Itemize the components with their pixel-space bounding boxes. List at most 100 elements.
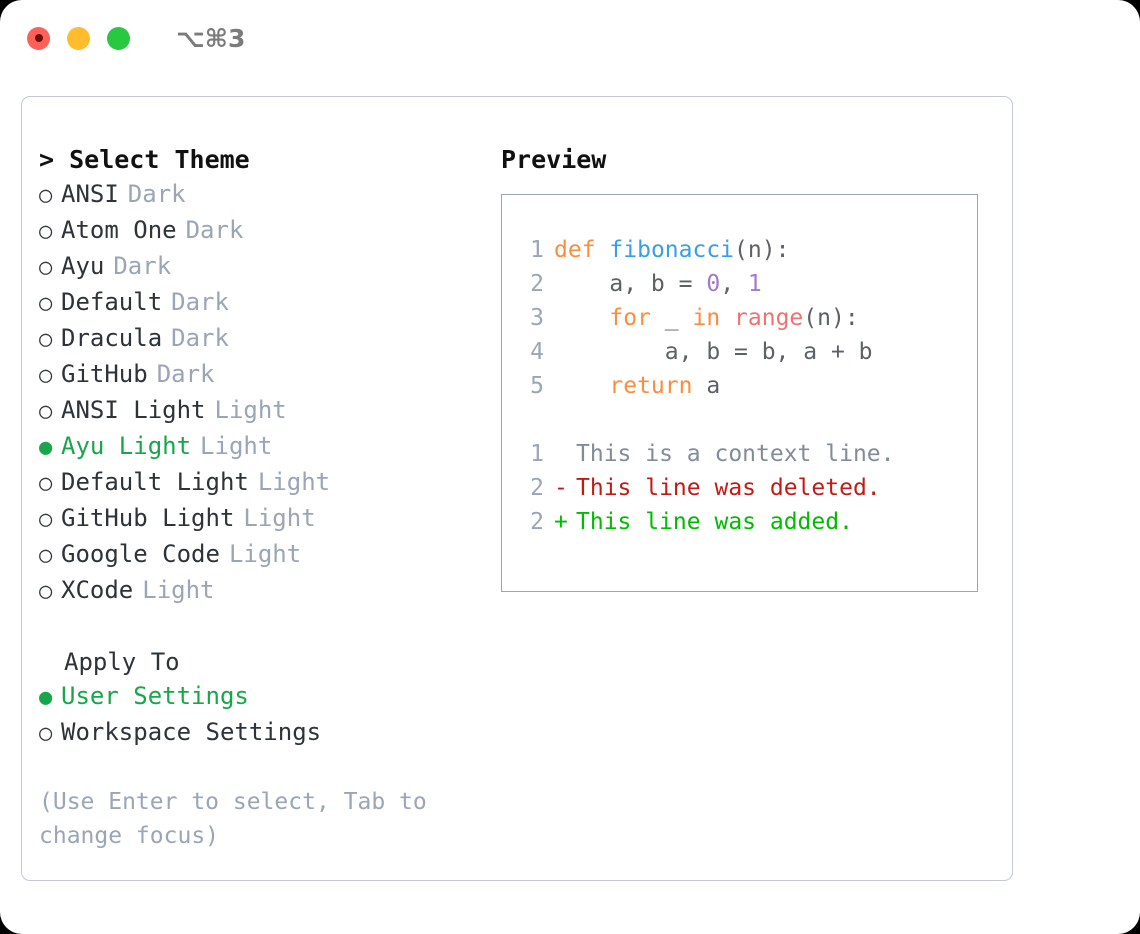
theme-variant-badge: Dark (127, 180, 186, 208)
theme-option-label: ANSI Light (61, 396, 206, 424)
code-token-num: 1 (747, 271, 762, 297)
radio-unselected-icon: ○ (39, 721, 53, 746)
apply-option-label: User Settings (61, 682, 249, 710)
code-token-plain (720, 305, 734, 331)
apply-option-user-settings[interactable]: ● User Settings (39, 679, 489, 715)
theme-option-xcode[interactable]: ○ XCode Light (39, 573, 489, 609)
apply-to-option-list[interactable]: ● User Settings ○ Workspace Settings (39, 679, 489, 751)
radio-unselected-icon: ○ (39, 363, 53, 388)
apply-option-workspace-settings[interactable]: ○ Workspace Settings (39, 715, 489, 751)
code-token-kw: return (609, 373, 693, 399)
code-token-builtin: range (734, 305, 804, 331)
keyboard-shortcut-label: ⌥⌘3 (176, 23, 246, 53)
radio-selected-icon: ● (39, 685, 53, 710)
close-window-dot (34, 34, 43, 42)
diff-line-number: 2 (530, 509, 544, 535)
theme-option-label: Atom One (61, 216, 177, 244)
theme-option-label: GitHub Light (61, 504, 235, 532)
code-token-kw: def (554, 237, 596, 263)
radio-unselected-icon: ○ (39, 219, 53, 244)
apply-option-label: Workspace Settings (61, 718, 322, 746)
radio-unselected-icon: ○ (39, 327, 53, 352)
theme-option-dracula[interactable]: ○ Dracula Dark (39, 321, 489, 357)
theme-variant-badge: Light (214, 396, 287, 424)
apply-to-heading: Apply To (64, 648, 180, 676)
diff-marker (554, 437, 576, 471)
diff-line-number: 1 (530, 441, 544, 467)
code-token-plain: a (692, 373, 721, 399)
close-window-icon[interactable] (27, 26, 50, 50)
theme-option-label: Ayu (61, 252, 105, 280)
theme-variant-badge: Dark (185, 216, 244, 244)
code-line-number: 2 (530, 271, 544, 297)
theme-option-label: XCode (61, 576, 134, 604)
diff-marker: - (554, 475, 568, 501)
code-token-kw: in (692, 305, 721, 331)
radio-selected-icon: ● (39, 435, 53, 460)
theme-variant-badge: Light (243, 504, 316, 532)
code-token-plain: a, b = (554, 271, 707, 297)
theme-option-google-code[interactable]: ○ Google Code Light (39, 537, 489, 573)
code-token-plain: (n): (803, 305, 859, 331)
theme-option-label: Google Code (61, 540, 220, 568)
radio-unselected-icon: ○ (39, 579, 53, 604)
theme-variant-badge: Light (257, 468, 331, 496)
traffic-lights (27, 26, 130, 50)
theme-option-github[interactable]: ○ GitHub Dark (39, 357, 489, 393)
code-line-number: 1 (530, 237, 544, 263)
radio-unselected-icon: ○ (39, 399, 53, 424)
theme-option-ayu-light[interactable]: ● Ayu Light Light (39, 429, 489, 465)
select-theme-heading: > Select Theme (39, 145, 250, 174)
preview-heading: Preview (501, 145, 607, 174)
diff-line-number: 2 (530, 475, 544, 501)
code-line: 4 a, b = b, a + b (520, 335, 977, 369)
theme-option-atom-one[interactable]: ○ Atom One Dark (39, 213, 489, 249)
apply-to-section: Apply To ● User Settings ○ Workspace Settin… (39, 645, 489, 751)
diff-marker: + (554, 509, 568, 535)
code-token-num: 0 (706, 271, 721, 297)
code-token-plain: _ (650, 305, 693, 331)
code-token-plain (596, 237, 610, 263)
radio-unselected-icon: ○ (39, 543, 53, 568)
theme-variant-badge: Light (142, 576, 215, 604)
diff-line-del: 2-This line was deleted. (520, 471, 977, 505)
theme-option-label: Default Light (61, 468, 249, 496)
theme-option-label: GitHub (61, 360, 148, 388)
theme-option-label: Default (61, 288, 163, 316)
theme-variant-badge: Light (228, 540, 302, 568)
radio-unselected-icon: ○ (39, 507, 53, 532)
diff-line-ctx: 1 This is a context line. (520, 437, 977, 471)
theme-variant-badge: Dark (171, 324, 229, 352)
code-token-plain: (n): (734, 237, 790, 263)
title-bar: ⌥⌘3 (0, 0, 1140, 76)
theme-variant-badge: Dark (171, 288, 229, 316)
radio-unselected-icon: ○ (39, 471, 53, 496)
code-line-number: 5 (530, 373, 544, 399)
theme-option-label: Ayu Light (61, 432, 192, 460)
theme-option-ansi-light[interactable]: ○ ANSI Light Light (39, 393, 489, 429)
minimize-window-icon[interactable] (67, 26, 90, 50)
code-token-kw: for (609, 305, 651, 331)
theme-option-default-light[interactable]: ○ Default Light Light (39, 465, 489, 501)
diff-line-text: This line was added. (576, 509, 853, 535)
radio-unselected-icon: ○ (39, 183, 53, 208)
code-line-number: 3 (530, 305, 544, 331)
keyboard-hint-text: (Use Enter to select, Tab to change focu… (39, 789, 441, 849)
diff-sample: 1 This is a context line.2-This line was… (520, 437, 977, 539)
theme-option-github-light[interactable]: ○ GitHub Light Light (39, 501, 489, 537)
theme-option-label: Dracula (61, 324, 163, 352)
maximize-window-icon[interactable] (107, 26, 130, 50)
theme-variant-badge: Dark (113, 252, 172, 280)
theme-variant-badge: Light (200, 432, 273, 460)
theme-variant-badge: Dark (156, 360, 215, 388)
